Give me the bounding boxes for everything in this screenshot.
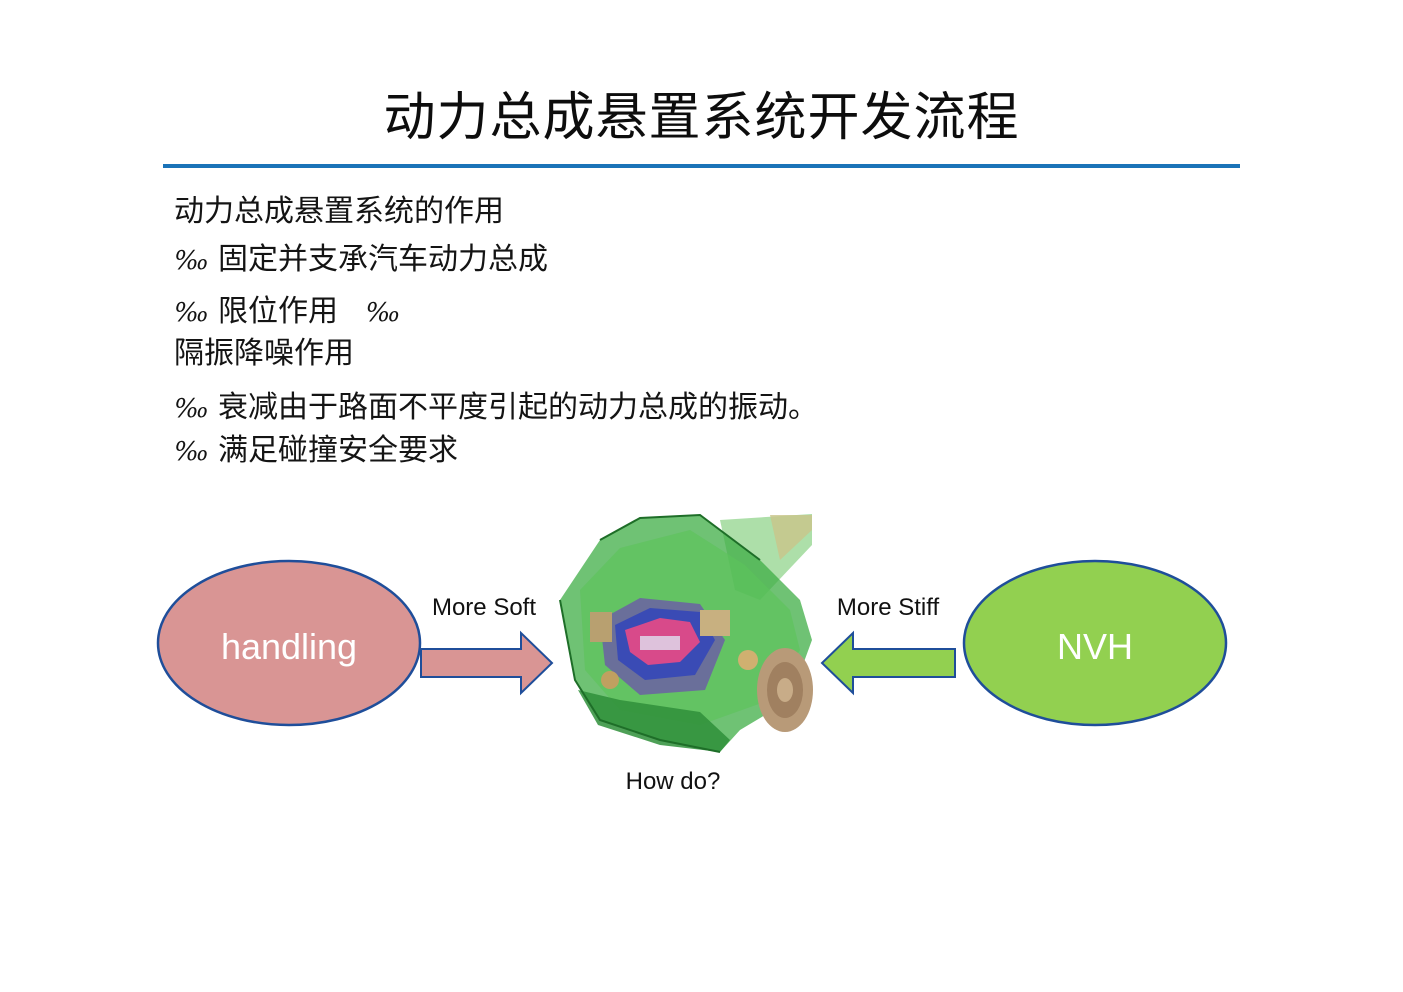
list-item-text: 固定并支承汽车动力总成 [218, 242, 548, 277]
heading-isolation: 隔振降噪作用 [174, 336, 354, 371]
more-stiff-arrow [820, 630, 956, 696]
more-soft-label: More Soft [432, 594, 536, 621]
handling-label: handling [221, 626, 357, 667]
list-item: ‰ 限位作用 ‰ [174, 292, 410, 333]
nvh-label: NVH [1057, 626, 1133, 667]
list-item-text: 满足碰撞安全要求 [218, 433, 458, 468]
bullet-symbol: ‰ [365, 298, 401, 328]
heading-function: 动力总成悬置系统的作用 [174, 194, 504, 229]
more-soft-arrow [420, 630, 554, 696]
nvh-ellipse [962, 559, 1228, 727]
bullet-symbol: ‰ [174, 394, 209, 424]
car-engine-bay-image [559, 513, 813, 753]
bullet-symbol: ‰ [174, 246, 209, 276]
list-item-text: 限位作用 [218, 294, 338, 329]
bullet-symbol: ‰ [174, 298, 209, 328]
more-stiff-label: More Stiff [837, 594, 940, 621]
list-item: ‰ 固定并支承汽车动力总成 [174, 240, 548, 281]
list-item-text: 衰减由于路面不平度引起的动力总成的振动。 [218, 390, 818, 425]
how-do-label: How do? [626, 768, 721, 795]
title-divider [163, 164, 1240, 168]
list-item: ‰ 满足碰撞安全要求 [174, 431, 458, 472]
handling-ellipse [156, 559, 422, 727]
bullet-symbol: ‰ [174, 437, 209, 467]
list-item: ‰ 衰减由于路面不平度引起的动力总成的振动。 [174, 388, 818, 429]
slide-title: 动力总成悬置系统开发流程 [383, 88, 1020, 148]
